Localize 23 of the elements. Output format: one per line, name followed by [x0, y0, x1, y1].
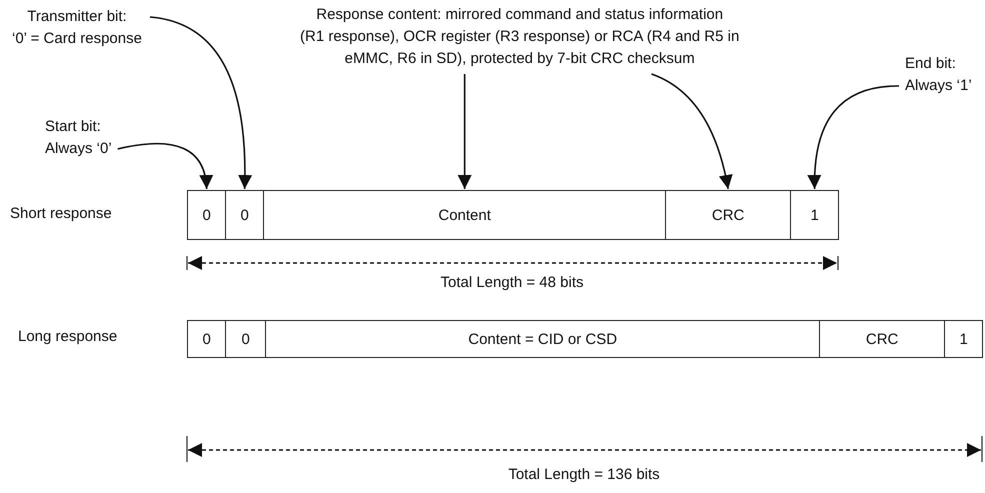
arrow	[150, 16, 252, 189]
arrow	[808, 85, 900, 189]
bit-field: 0	[225, 320, 266, 358]
annotation-text: Start bit: Always ‘0’	[45, 116, 112, 160]
row-label: Long response	[18, 328, 118, 345]
row-label: Short response	[10, 205, 112, 222]
arrow	[651, 73, 732, 190]
length-label: Total Length = 136 bits	[508, 466, 660, 483]
bit-field: Content	[263, 190, 666, 240]
bit-field: Content = CID or CSD	[265, 320, 820, 358]
length-label: Total Length = 48 bits	[440, 274, 584, 291]
bit-field: 1	[944, 320, 984, 358]
bit-field: 0	[187, 320, 226, 358]
bit-field: 1	[790, 190, 840, 240]
bit-field: 0	[225, 190, 264, 240]
bit-field: CRC	[819, 320, 946, 358]
annotation-text: Response content: mirrored command and status information (R1 response), OCR register (R3 response) or RCA (R4 and R5 in eMMC, R6 in SD), protected by 7-bit CRC checksum	[300, 4, 740, 70]
arrow	[458, 74, 472, 189]
annotation-text: End bit: Always ‘1’	[905, 53, 972, 97]
bit-field: CRC	[665, 190, 792, 240]
bit-field: 0	[187, 190, 226, 240]
arrow	[118, 142, 212, 190]
annotation-text: Transmitter bit: ‘0’ = Card response	[12, 6, 142, 50]
